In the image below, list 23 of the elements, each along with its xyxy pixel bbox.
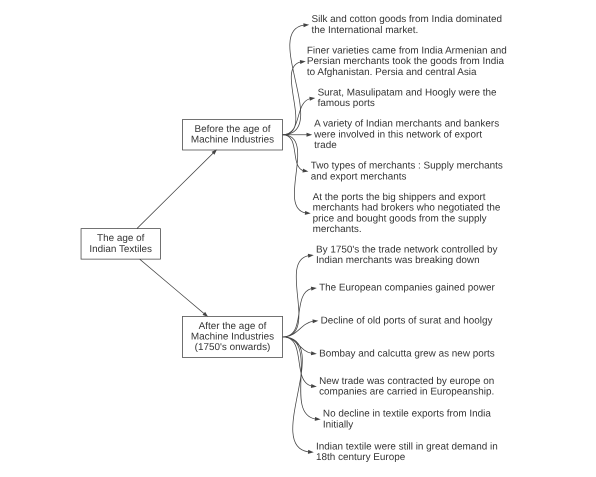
arrow [282, 336, 314, 454]
node-text: Bombay and calcutta grew as new ports [318, 348, 494, 360]
node-text: Surat, Masulipatam and Hoogly were the famous ports [317, 87, 496, 110]
node-text: By 1750's the trade network controlled by Indian merchants was breaking down [316, 244, 497, 266]
arrow [136, 149, 217, 229]
node-box: The age of Indian Textiles [80, 228, 160, 260]
node-box: After the age of Machine Industries (1750's onwards) [182, 316, 282, 358]
node-text: At the ports the big shippers and export merchants had brokers who negotiated the price and bought goods from the supply merchants. [312, 192, 500, 235]
node-text: Decline of old ports of surat and hoolgy [320, 315, 492, 326]
arrow [282, 134, 308, 173]
node-text: A variety of Indian merchants and bankers were involved in this network of export trade [314, 118, 499, 152]
node-text: Indian textile were still in great demand in 18th century Europe [316, 441, 498, 464]
arrow [282, 96, 315, 136]
node-text: Finer varieties came from India Armenian and Persian merchants took the goods from India to Afghanistan. Persia and central Asia [306, 45, 506, 78]
node-text: The European companies gained power [318, 282, 494, 294]
node-box: Before the age of Machine Industries [182, 119, 282, 150]
arrow [282, 134, 310, 215]
arrow [282, 23, 309, 136]
node-text: Silk and cotton goods from India dominated the International market. [310, 14, 502, 36]
node-text: New trade was contracted by europe on companies are carried in Europeanship. [318, 376, 494, 398]
arrow [138, 258, 208, 318]
node-text: Two types of merchants : Supply merchants and export merchants [310, 160, 502, 182]
node-text: No decline in textile exports from India Initially [322, 408, 490, 430]
